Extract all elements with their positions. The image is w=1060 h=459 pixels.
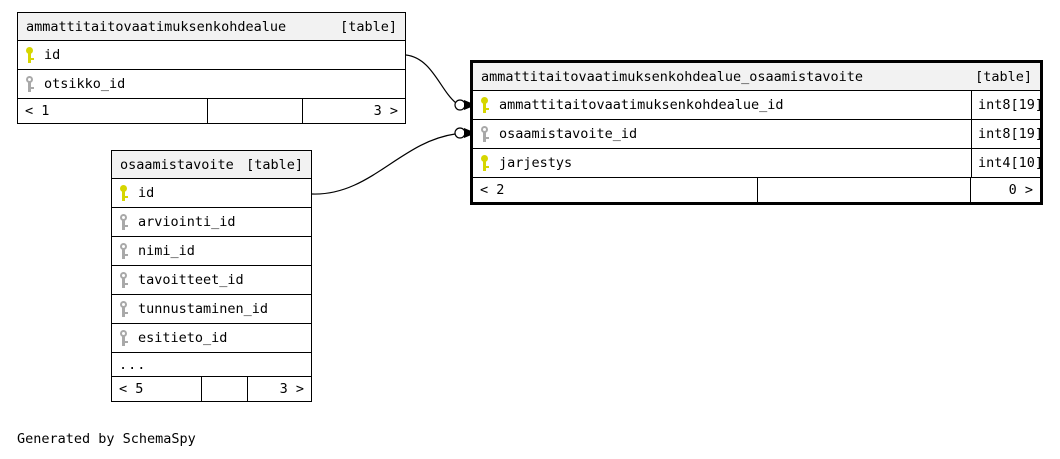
table-row[interactable]: osaamistavoite_id int8[19] [473,120,1043,149]
foreign-key-icon [119,301,128,317]
table-type-tag: [table] [975,68,1032,85]
table-row[interactable]: tunnustaminen_id [112,295,311,324]
foreign-key-icon [119,272,128,288]
table-name: ammattitaitovaatimuksenkohdealue_osaamis… [481,68,864,85]
column-name: arviointi_id [138,214,236,230]
footer-parent-count[interactable]: < 2 [473,178,758,202]
footer-parent-count[interactable]: < 5 [112,377,202,401]
primary-key-icon [119,185,128,201]
footer-middle [208,99,303,123]
foreign-key-icon [25,76,34,92]
table-row[interactable]: ammattitaitovaatimuksenkohdealue_id int8… [473,91,1043,120]
more-columns-indicator: ... [112,353,311,377]
table-row[interactable]: arviointi_id [112,208,311,237]
table-row[interactable]: jarjestys int4[10] [473,149,1043,178]
foreign-key-icon [119,330,128,346]
relationship-line-1 [405,54,457,104]
table-header[interactable]: ammattitaitovaatimuksenkohdealue [table] [18,13,405,41]
primary-key-icon [480,97,489,113]
column-name: id [138,185,155,201]
table-type-tag: [table] [340,18,397,35]
table-row[interactable]: nimi_id [112,237,311,266]
column-name: tavoitteet_id [138,272,244,288]
table-type-tag: [table] [246,156,303,173]
column-name: nimi_id [138,243,195,259]
column-type: int8[19] [971,91,1043,119]
column-name: otsikko_id [44,76,126,92]
foreign-key-icon [119,214,128,230]
table-header[interactable]: ammattitaitovaatimuksenkohdealue_osaamis… [473,63,1040,91]
column-name: tunnustaminen_id [138,301,269,317]
table-footer[interactable]: < 1 3 > [18,99,405,123]
footer-child-count[interactable]: 3 > [279,381,304,397]
table-footer[interactable]: < 5 3 > [112,377,311,401]
footer-child-count[interactable]: 3 > [373,103,398,119]
table-header[interactable]: osaamistavoite [table] [112,151,311,179]
generated-by-note: Generated by SchemaSpy [17,431,196,447]
primary-key-icon [25,47,34,63]
table-row[interactable]: otsikko_id [18,70,405,99]
footer-middle [202,377,248,401]
column-name: jarjestys [499,155,573,171]
footer-middle [758,178,971,202]
table-row[interactable]: esitieto_id [112,324,311,353]
table-row[interactable]: id [18,41,405,70]
relationship-2-zero-marker [454,127,466,139]
table-name: osaamistavoite [120,156,234,173]
footer-parent-count[interactable]: < 1 [18,99,208,123]
primary-key-icon [480,155,489,171]
foreign-key-icon [119,243,128,259]
table-footer[interactable]: < 2 0 > [473,178,1040,202]
table-ammattitaitovaatimuksenkohdealue-osaamistavoite[interactable]: ammattitaitovaatimuksenkohdealue_osaamis… [470,60,1043,205]
table-row[interactable]: tavoitteet_id [112,266,311,295]
table-row[interactable]: id [112,179,311,208]
table-osaamistavoite[interactable]: osaamistavoite [table] id arviointi_id n… [111,150,312,402]
column-name: id [44,47,61,63]
column-name: esitieto_id [138,330,228,346]
footer-child-count[interactable]: 0 > [1008,182,1033,198]
table-name: ammattitaitovaatimuksenkohdealue [26,18,287,35]
column-name: ammattitaitovaatimuksenkohdealue_id [499,97,784,113]
foreign-key-icon [480,126,489,142]
relationship-1-zero-marker [454,99,466,111]
column-type: int4[10] [971,149,1043,177]
column-name: osaamistavoite_id [499,126,638,142]
column-type: int8[19] [971,120,1043,148]
relationship-line-2 [311,133,456,195]
table-ammattitaitovaatimuksenkohdealue[interactable]: ammattitaitovaatimuksenkohdealue [table]… [17,12,406,124]
